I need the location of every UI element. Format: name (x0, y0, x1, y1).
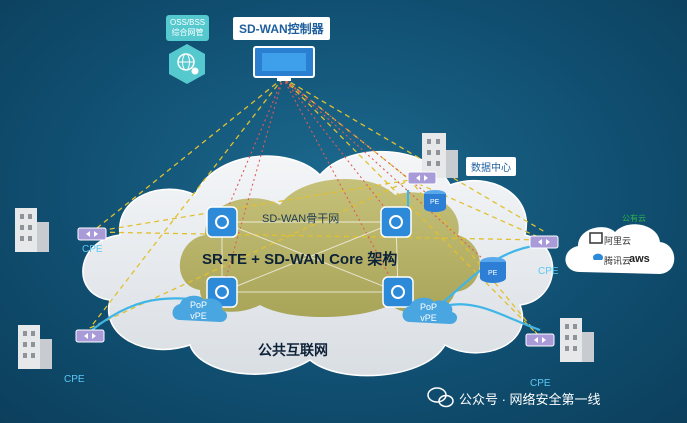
core-router-icon (382, 276, 414, 308)
aliyun-label: 阿里云 (604, 236, 632, 246)
backbone-mesh (221, 221, 399, 293)
oss-bss-label: OSS/BSS 综合网管 (166, 15, 210, 41)
core-router-icon (380, 206, 412, 238)
pop-cloud-right (402, 297, 458, 324)
pe-router-icon (480, 257, 506, 283)
cpe-router-icon (529, 235, 559, 249)
controller-title: SD-WAN控制器 (233, 17, 330, 40)
pop-vpe-label-right: PoP vPE (420, 302, 437, 324)
network-management-icon (169, 44, 205, 84)
backbone-label: SD-WAN骨干网 (262, 213, 340, 225)
cpe-label: CPE (530, 378, 551, 389)
public-cloud-bubble (565, 224, 675, 274)
datacenter-cpe-icon (407, 171, 437, 185)
core-architecture-label: SR-TE + SD-WAN Core 架构 (202, 251, 398, 268)
pop-line2: vPE (420, 313, 437, 323)
cpe-router-icon (75, 329, 105, 343)
pop-cloud-left (172, 295, 228, 322)
branch-building-icon (18, 325, 52, 369)
pop-line2: vPE (190, 311, 207, 321)
branch-building-icon (15, 208, 49, 252)
core-router-icon (206, 206, 238, 238)
cpe-label: CPE (82, 244, 103, 255)
wechat-icon (427, 387, 454, 408)
oss-label-line1: OSS/BSS (170, 18, 206, 27)
aws-label: aws (629, 253, 650, 265)
pe-label: PE (430, 199, 440, 206)
datacenter-building-icon (422, 133, 458, 178)
cpe-label: CPE (64, 374, 85, 385)
tencent-cloud-label: 腾讯云 (604, 256, 632, 266)
pop-line1: PoP (420, 302, 438, 312)
public-cloud-label: 公有云 (622, 214, 646, 223)
cpe-router-icon (77, 227, 107, 241)
datacenter-label: 数据中心 (466, 157, 516, 176)
cpe-label: CPE (538, 266, 559, 277)
controller-monitor-icon (253, 46, 315, 81)
oss-label-line2: 综合网管 (171, 28, 204, 37)
pe-router-icon (424, 190, 446, 212)
pe-label: PE (488, 270, 498, 277)
pop-vpe-label-left: PoP vPE (190, 300, 207, 322)
controller-links (221, 77, 494, 293)
cpe-router-icon (525, 333, 555, 347)
watermark-text: 公众号 · 网络安全第一线 (459, 392, 601, 407)
branch-building-icon (560, 318, 594, 362)
pop-line1: PoP (190, 300, 208, 310)
public-internet-label: 公共互联网 (258, 342, 328, 358)
